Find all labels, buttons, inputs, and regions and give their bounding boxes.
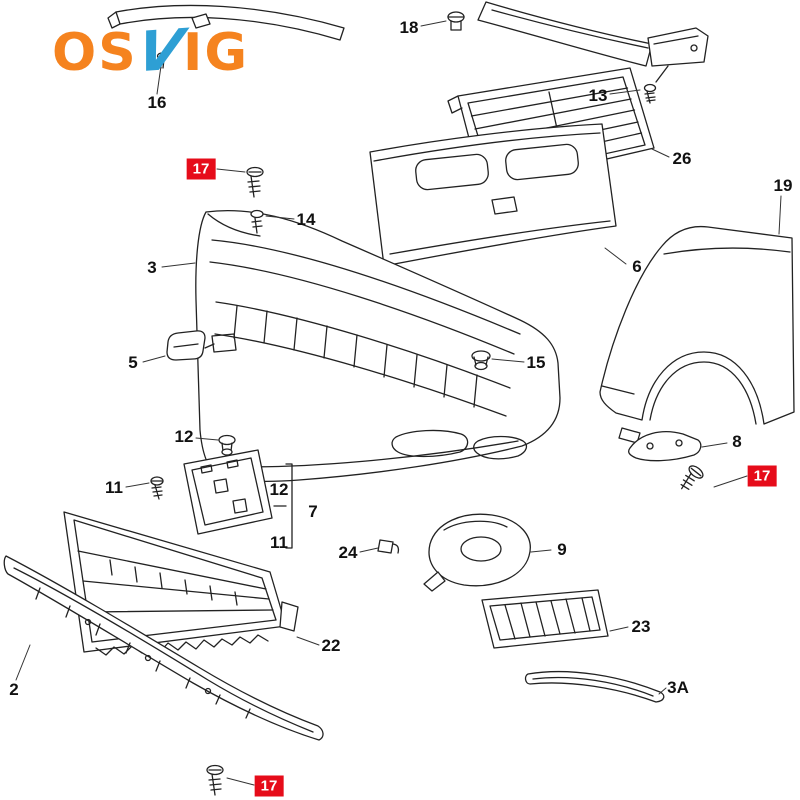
callout-brace — [273, 463, 293, 549]
part-17-screw-bottom — [206, 764, 224, 796]
part-label-13: 13 — [588, 86, 608, 105]
part-11-screw — [150, 476, 164, 500]
part-label-12-group: 12 — [269, 480, 289, 499]
part-7-license-bracket — [183, 449, 273, 535]
part-12-clip — [218, 434, 236, 456]
part-16-trim-strip — [107, 4, 345, 69]
part-label-17-top: 17 — [186, 158, 216, 180]
part-label-12: 12 — [174, 427, 194, 446]
part-19-fender — [599, 225, 795, 444]
part-label-7: 7 — [308, 502, 318, 521]
logo-text-ig: IG — [183, 23, 250, 83]
part-label-24: 24 — [338, 543, 358, 562]
part-3a-trim-strip — [524, 670, 665, 703]
part-label-3a: 3A — [667, 678, 689, 697]
part-label-16: 16 — [147, 93, 167, 112]
part-22-center-grille — [63, 511, 299, 656]
part-label-26: 26 — [672, 149, 692, 168]
part-17-screw-right — [680, 465, 704, 490]
part-8-bracket — [628, 431, 702, 462]
part-13-reinforcement-beam — [477, 1, 709, 104]
part-2-spoiler — [3, 555, 324, 741]
part-label-17-bottom: 17 — [254, 775, 284, 797]
part-15-clip — [471, 350, 491, 371]
part-23-fog-grille — [481, 589, 609, 649]
part-17-screw-top — [246, 166, 264, 198]
part-label-17-right: 17 — [747, 465, 777, 487]
part-label-8: 8 — [732, 432, 742, 451]
part-label-19: 19 — [773, 176, 793, 195]
part-3-bumper-cover — [195, 209, 561, 482]
part-24-clip — [377, 539, 400, 554]
brand-logo: OSVIG — [52, 17, 250, 86]
part-5-tow-cover — [166, 330, 215, 361]
part-label-5: 5 — [128, 353, 138, 372]
part-18-clip — [447, 11, 465, 31]
part-label-3: 3 — [147, 258, 157, 277]
part-label-15: 15 — [526, 353, 546, 372]
logo-text-os: OS — [52, 23, 138, 83]
part-label-2: 2 — [9, 680, 19, 699]
part-14-screw — [250, 209, 264, 234]
part-label-18: 18 — [399, 18, 419, 37]
part-label-23: 23 — [631, 617, 651, 636]
part-label-11: 11 — [105, 478, 123, 497]
leader-lines — [15, 20, 782, 786]
part-label-22: 22 — [321, 636, 341, 655]
part-label-11-group: 11 — [270, 533, 288, 552]
part-9-foglamp-bracket — [423, 513, 531, 592]
part-label-6: 6 — [632, 257, 642, 276]
part-label-9: 9 — [557, 540, 567, 559]
part-label-14: 14 — [296, 210, 316, 229]
part-6-absorber — [369, 123, 617, 267]
logo-text-v: V — [131, 17, 190, 86]
